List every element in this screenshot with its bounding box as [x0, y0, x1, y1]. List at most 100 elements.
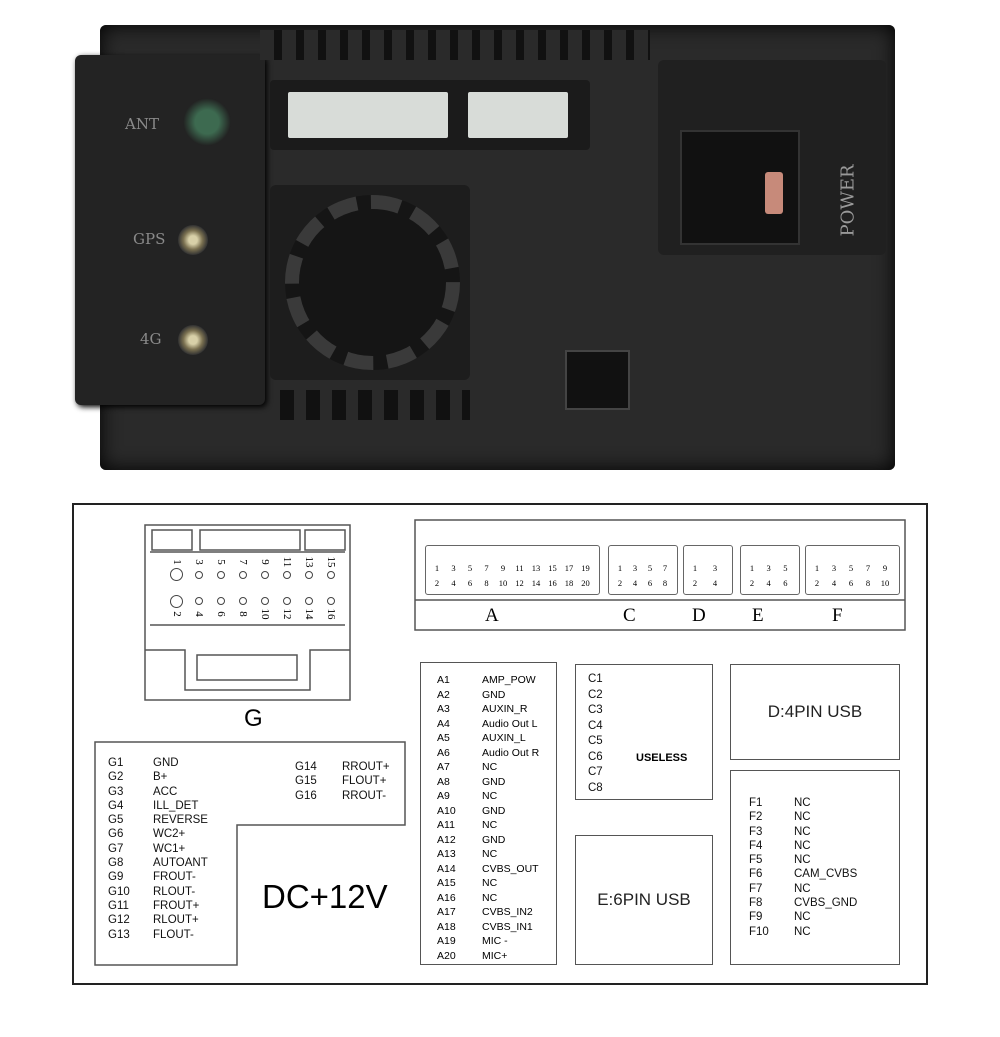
pin-number: 7: [484, 563, 489, 573]
pin-row: G3 ACC: [108, 785, 208, 799]
pin-number: 10: [880, 578, 890, 588]
pin-number: 6: [647, 578, 653, 588]
pin-function: NC: [482, 819, 498, 831]
g-pin-number: 6: [215, 611, 227, 617]
pin-function: ILL_DET: [153, 799, 199, 812]
pin-id: A1: [437, 674, 450, 686]
pin-id: G15: [295, 775, 317, 788]
pin-id: G2: [108, 771, 124, 784]
pin-number: 15: [548, 563, 557, 573]
connector-label: A: [485, 605, 499, 626]
pin-id: F6: [749, 868, 763, 881]
pin-id: C7: [588, 766, 603, 778]
pin-id: A4: [437, 717, 450, 730]
c-note: USELESS: [636, 752, 688, 764]
pin-function: CVBS_GND: [794, 897, 858, 910]
ant-port[interactable]: [183, 98, 231, 146]
4g-port[interactable]: [178, 325, 208, 355]
pin-function: AUXIN_L: [482, 732, 526, 744]
pin-function: RROUT+: [342, 761, 390, 773]
pin-id: A20: [437, 949, 456, 962]
g-pin-hole: [305, 571, 313, 579]
pin-number: 1: [749, 563, 755, 573]
g-pin-number: 4: [193, 611, 205, 617]
pin-function: FLOUT+: [342, 775, 387, 788]
pin-number: 8: [484, 578, 489, 588]
pin-number: 9: [882, 563, 888, 573]
g-pin-number: 9: [259, 559, 271, 565]
connector-e: [740, 545, 800, 595]
pin-number: 13: [531, 563, 541, 573]
pin-number: 4: [451, 578, 456, 588]
pin-function: GND: [482, 833, 506, 846]
gps-port[interactable]: [178, 225, 208, 255]
pin-number: 8: [865, 578, 871, 588]
pin-id: F4: [749, 839, 763, 852]
pin-function: NC: [794, 882, 811, 895]
pin-number: 1: [692, 563, 698, 573]
pin-function: NC: [794, 839, 811, 852]
pin-row: F4 NC: [749, 839, 899, 853]
g-pin-number: 10: [259, 608, 271, 620]
pin-function: FLOUT-: [153, 928, 194, 941]
pin-id: G3: [108, 785, 124, 798]
connector-label: D: [692, 605, 706, 626]
connector-label: C: [623, 605, 636, 626]
pin-number: 2: [814, 578, 820, 588]
pin-function: NC: [794, 854, 811, 867]
pin-number: 1: [434, 563, 440, 573]
pin-id: F8: [749, 897, 763, 910]
pin-number: 19: [581, 563, 590, 573]
pin-id: A19: [437, 935, 456, 947]
g-pin-number: 12: [281, 608, 293, 620]
pin-id: C8: [588, 781, 603, 794]
pin-function: Audio Out R: [482, 746, 540, 759]
g-pin-hole: [217, 597, 225, 605]
pin-function: CVBS_OUT: [482, 862, 539, 875]
antenna-panel: [75, 55, 265, 405]
pin-number: 16: [548, 578, 557, 588]
pin-number: 7: [865, 563, 871, 573]
pin-id: G1: [108, 757, 124, 769]
pin-function: REVERSE: [153, 814, 208, 827]
pin-id: F1: [749, 797, 763, 809]
g-connector-label: G: [244, 705, 263, 732]
e-box-label: E:6PIN USB: [597, 890, 691, 909]
g-connector-outline: [144, 524, 351, 701]
g-pin-number: 16: [325, 608, 337, 620]
pin-number: 3: [712, 563, 718, 573]
pin-number: 18: [564, 578, 574, 588]
usb-port[interactable]: [565, 350, 630, 410]
pin-function: ACC: [153, 785, 178, 798]
pin-number: 5: [848, 563, 854, 573]
pin-id: A10: [437, 804, 456, 817]
g-pin-hole: [283, 597, 291, 605]
pin-number: 14: [531, 578, 541, 588]
pin-id: A18: [437, 920, 456, 933]
pin-id: A11: [437, 819, 455, 831]
gps-label: GPS: [133, 230, 166, 248]
